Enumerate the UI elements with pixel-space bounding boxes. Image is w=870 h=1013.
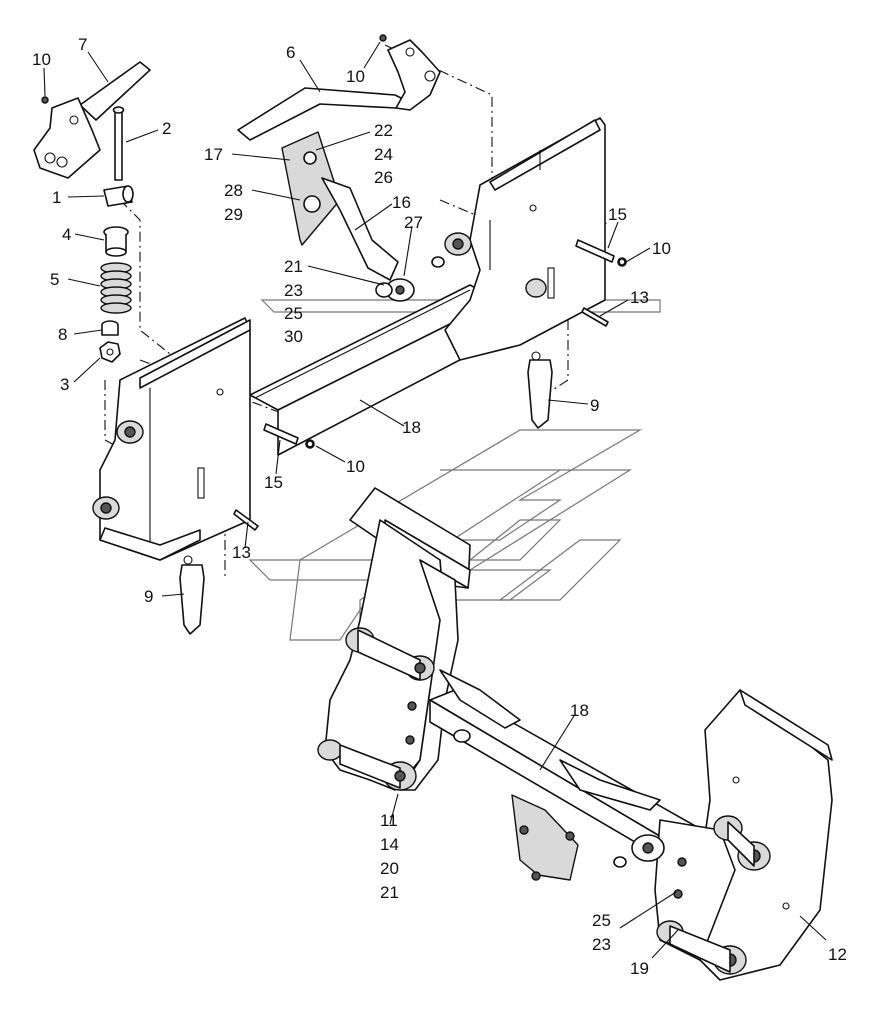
upper-frame	[92, 117, 606, 561]
callout-9b: 9	[144, 587, 153, 606]
part-17-plate	[281, 131, 341, 246]
lower-frame	[317, 487, 833, 981]
callout-26: 26	[374, 168, 393, 187]
callout-2: 2	[162, 119, 171, 138]
callout-labels: 10 7 2 1 4 5 8 3 6 10 22 24 26 17 28 29 …	[32, 35, 847, 978]
part-13-pin-right	[581, 307, 609, 327]
callout-13a: 13	[630, 288, 649, 307]
callout-17: 17	[204, 145, 223, 164]
callout-15b: 15	[264, 473, 283, 492]
callout-9a: 9	[590, 396, 599, 415]
callout-14: 14	[380, 835, 399, 854]
callout-10a: 10	[32, 50, 51, 69]
callout-1: 1	[52, 188, 61, 207]
part-6-handle	[237, 39, 441, 141]
part-2-pin	[112, 106, 125, 181]
callout-5: 5	[50, 270, 59, 289]
callout-11: 11	[380, 811, 398, 830]
part-9-pin-left	[179, 555, 205, 635]
part-7-handle	[33, 61, 151, 179]
callout-23b: 23	[592, 935, 611, 954]
callout-30: 30	[284, 327, 303, 346]
callout-13b: 13	[232, 543, 251, 562]
callout-6: 6	[286, 43, 295, 62]
callout-10b: 10	[346, 67, 365, 86]
part-16-lever	[321, 177, 445, 302]
part-5-spring	[100, 262, 132, 314]
callout-19: 19	[630, 959, 649, 978]
callout-18a: 18	[402, 418, 421, 437]
callout-16: 16	[392, 193, 411, 212]
callout-15a: 15	[608, 205, 627, 224]
callout-21b: 21	[380, 883, 399, 902]
part-8-nut	[101, 320, 119, 336]
callout-29: 29	[224, 205, 243, 224]
callout-7: 7	[78, 35, 87, 54]
callout-25b: 25	[592, 911, 611, 930]
part-4-bushing	[103, 226, 129, 257]
callout-8: 8	[58, 325, 67, 344]
callout-10c: 10	[652, 239, 671, 258]
callout-10d: 10	[346, 457, 365, 476]
callout-12: 12	[828, 945, 847, 964]
callout-4: 4	[62, 225, 71, 244]
callout-22: 22	[374, 121, 393, 140]
part-13-pin-left	[233, 509, 259, 531]
callout-3: 3	[60, 375, 69, 394]
part-9-pin-right	[527, 351, 553, 429]
callout-28: 28	[224, 181, 243, 200]
leader-lines	[43, 41, 827, 959]
callout-23a: 23	[284, 281, 303, 300]
callout-27: 27	[404, 213, 423, 232]
callout-18b: 18	[570, 701, 589, 720]
callout-25a: 25	[284, 304, 303, 323]
callout-21a: 21	[284, 257, 303, 276]
callout-20: 20	[380, 859, 399, 878]
part-1-sleeve	[103, 185, 134, 207]
part-10-washers	[41, 34, 626, 448]
callout-24: 24	[374, 145, 393, 164]
part-3-bolt	[99, 341, 121, 363]
